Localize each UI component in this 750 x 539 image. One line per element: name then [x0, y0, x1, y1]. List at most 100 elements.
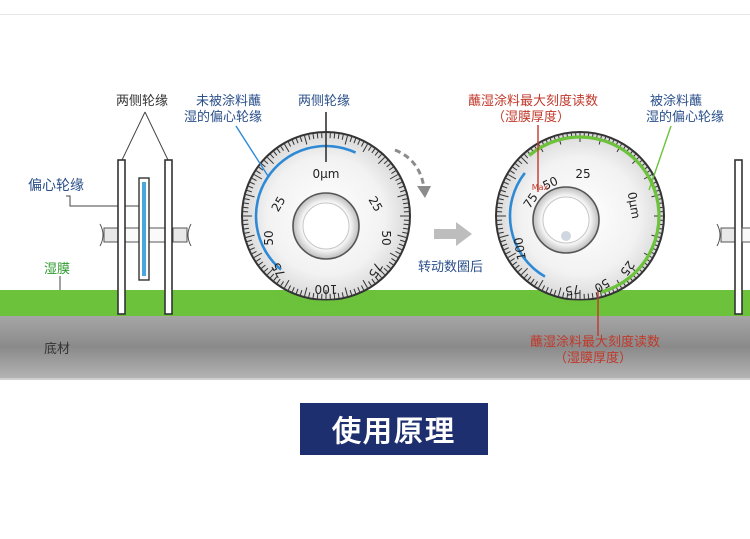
scale-tick [515, 264, 520, 269]
substrate-band [0, 316, 750, 378]
scale-tick [344, 287, 348, 297]
scale-tick [312, 133, 315, 140]
scale-tick [308, 292, 311, 298]
scale-tick [397, 181, 403, 185]
scale-tick [558, 287, 562, 297]
scale-tick [497, 227, 504, 230]
scale-tick [248, 243, 254, 247]
label-uncoated-rim-1: 未被涂料蘸 [196, 94, 262, 109]
scale-tick [402, 198, 408, 201]
scale-tick [499, 194, 509, 198]
scale-tick [246, 239, 252, 243]
scale-tick [402, 202, 409, 205]
scale-tick [377, 156, 386, 165]
scale-tick [256, 170, 261, 174]
scale-tick [295, 138, 299, 144]
scale-tick [505, 250, 511, 255]
scale-tick [377, 153, 382, 159]
scale-tick [591, 292, 594, 299]
scale-tick [527, 276, 532, 281]
scale-tick [562, 292, 565, 298]
scale-tick [295, 288, 299, 294]
scale-tick [391, 170, 396, 174]
scale-tick [243, 223, 249, 226]
scale-tick [253, 252, 263, 258]
scale-tick [520, 267, 529, 276]
scale-tick [360, 141, 365, 147]
scale-tick [284, 279, 290, 289]
scale-tick [403, 206, 409, 209]
scale-tick [357, 287, 361, 293]
scale-tick [284, 143, 290, 153]
wheel-left-ticks [243, 133, 409, 299]
max-marker: Max [532, 183, 549, 192]
uncoated-rim-arc [254, 144, 357, 271]
side-view-gauge-left [59, 111, 192, 315]
scale-tick [530, 278, 535, 284]
wheel-left-scale-75-right: 75 [366, 260, 386, 280]
title-banner: 使用原理 [300, 403, 488, 455]
scale-tick [383, 267, 389, 272]
scale-tick [341, 292, 344, 298]
scale-tick [402, 231, 408, 234]
scale-tick [388, 166, 394, 171]
scale-tick [398, 243, 404, 247]
scale-tick [368, 281, 372, 286]
wheel-right-scale-25-top: 25 [575, 167, 590, 181]
scale-tick [507, 174, 517, 180]
wheel-left-scale-100: 100 [315, 282, 338, 296]
scale-tick [266, 156, 275, 165]
label-max-reading-top-1: 蘸湿涂料最大刻度读数 [468, 94, 599, 109]
label-coated-rim-1: 被涂料蘸 [650, 94, 703, 109]
scale-tick [538, 279, 544, 289]
scale-tick [374, 151, 379, 156]
label-max-reading-top-2: （湿膜厚度） [492, 110, 571, 125]
scale-tick [287, 141, 292, 147]
scale-tick [595, 292, 598, 298]
wheel-right-scale-100: 100 [511, 236, 529, 261]
wheel-right-scale-50-top: 50 [540, 174, 560, 193]
scale-tick [505, 177, 511, 182]
scale-tick [395, 250, 401, 255]
scale-tick [280, 146, 284, 151]
scale-tick [280, 281, 284, 286]
rotation-arrow [394, 148, 431, 198]
wheel-left-scale-25-right: 25 [366, 194, 386, 214]
scale-tick [251, 250, 257, 255]
scale-tick [498, 198, 504, 201]
scale-tick [499, 234, 509, 238]
scale-tick [258, 166, 264, 171]
scale-tick [403, 223, 409, 226]
scale-tick [341, 134, 344, 140]
scale-tick [263, 267, 269, 272]
wheel-left-front [241, 112, 411, 307]
scale-tick [500, 189, 506, 193]
scale-tick [566, 292, 569, 299]
scale-tick [316, 133, 319, 139]
scale-tick [243, 206, 249, 209]
label-substrate: 底材 [44, 342, 71, 357]
scale-tick [553, 290, 557, 296]
brand-logo-mark [561, 231, 571, 241]
label-uncoated-rim-2: 湿的偏心轮缘 [184, 110, 263, 125]
scale-tick [587, 293, 590, 299]
top-divider [0, 14, 750, 15]
scale-tick [503, 181, 509, 185]
scale-tick [497, 223, 503, 226]
scale-tick [261, 264, 266, 269]
scale-tick [545, 287, 549, 293]
scale-tick [270, 273, 275, 279]
scale-tick [510, 170, 515, 174]
scale-tick [256, 258, 261, 262]
scale-tick [349, 136, 353, 142]
scale-tick [273, 151, 278, 156]
scale-tick [507, 252, 517, 258]
scale-tick [386, 163, 391, 168]
scale-tick [357, 139, 361, 145]
scale-tick [502, 243, 508, 247]
substrate-shadow [0, 378, 750, 380]
scale-tick [287, 285, 292, 291]
scale-tick [383, 160, 389, 165]
scale-tick [353, 138, 357, 144]
scale-tick [515, 163, 520, 168]
